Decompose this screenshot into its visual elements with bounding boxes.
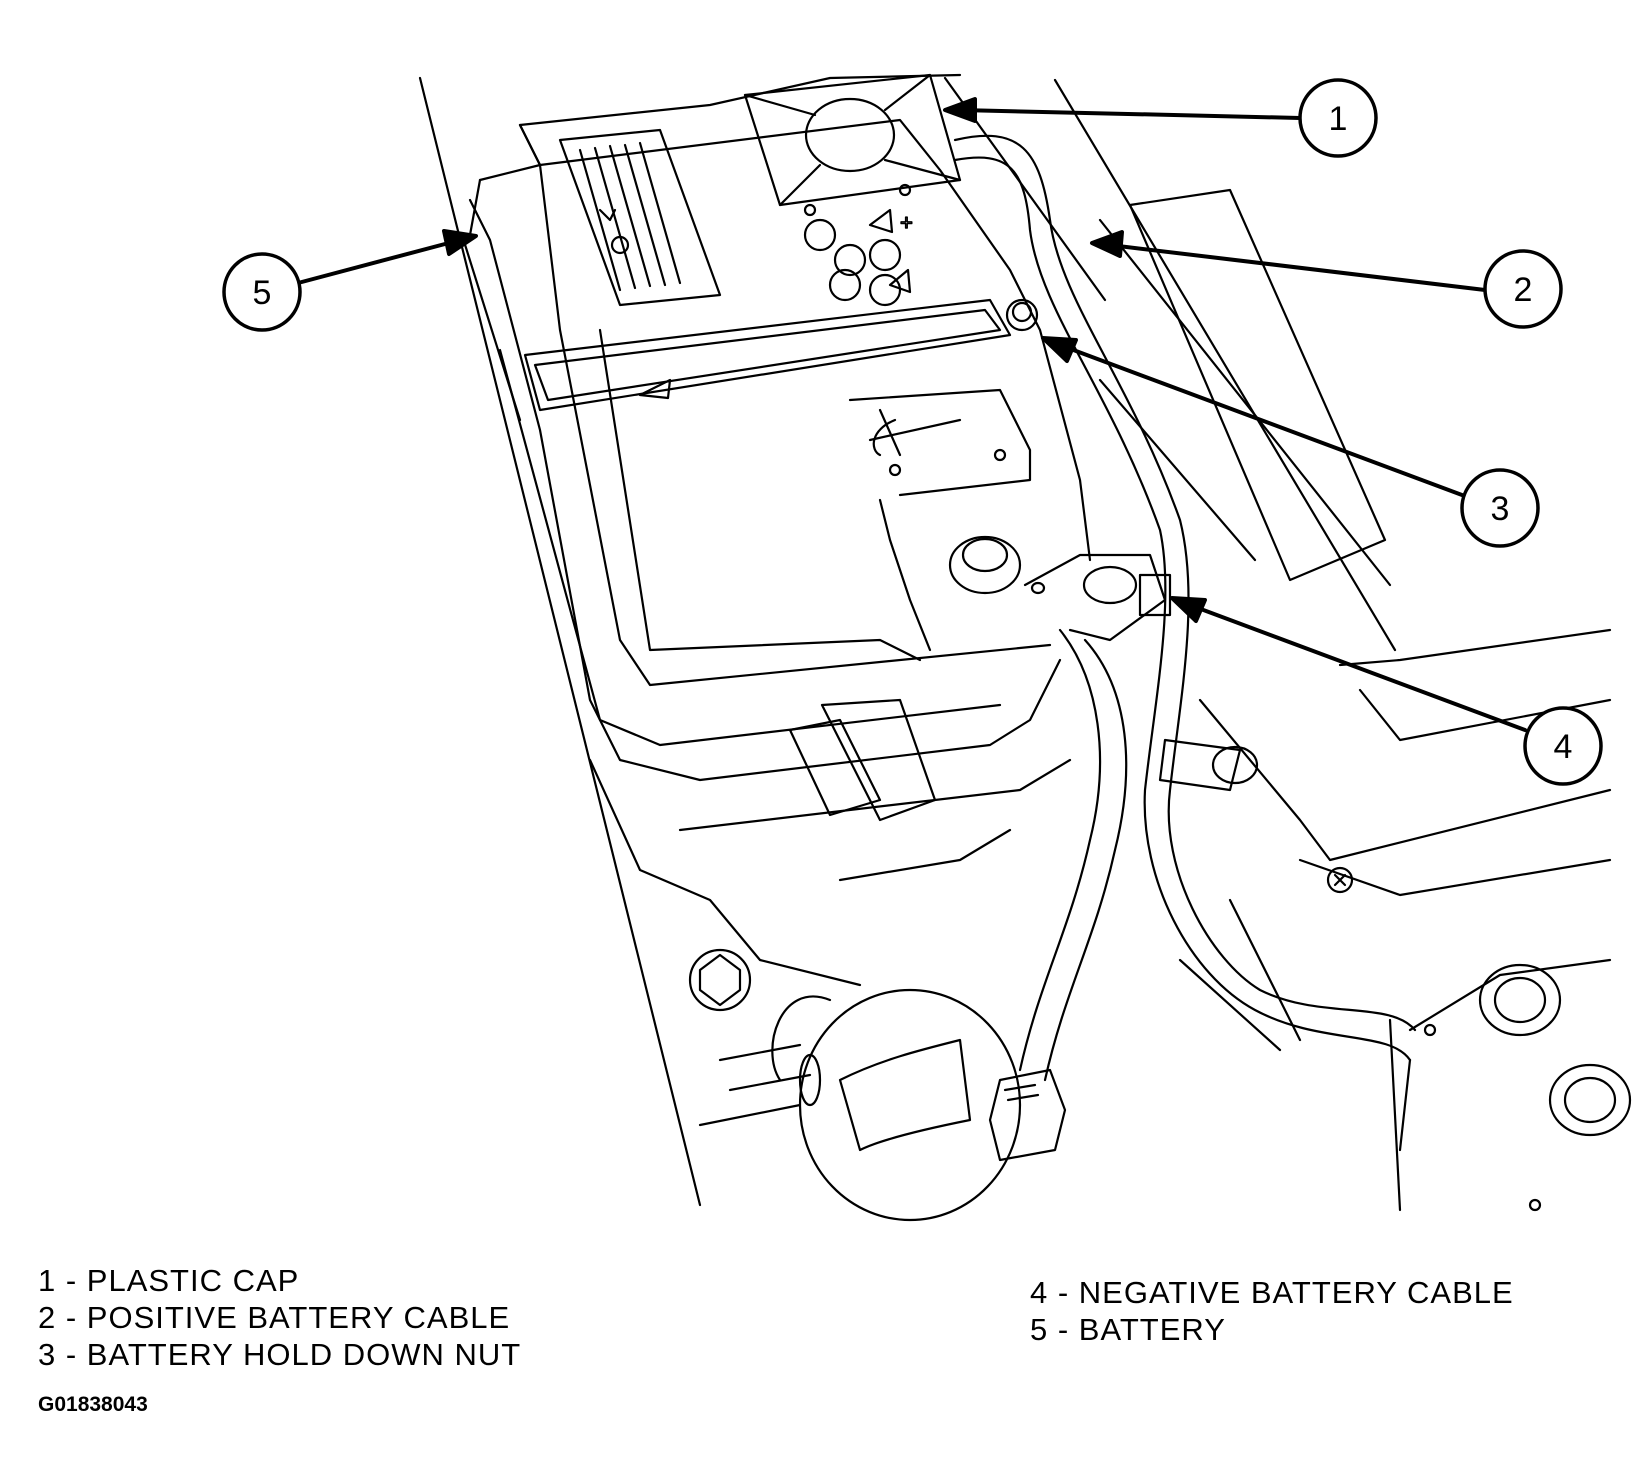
compartment-lines (418, 76, 1612, 1212)
svg-text:2: 2 (1514, 271, 1533, 309)
svg-text:3: 3 (1491, 490, 1510, 528)
svg-text:+: + (900, 210, 913, 235)
legend-item-4: 4 - NEGATIVE BATTERY CABLE (1030, 1275, 1514, 1310)
arrowhead-5 (442, 229, 478, 256)
legend-item-3: 3 - BATTERY HOLD DOWN NUT (38, 1337, 522, 1372)
callout-bubble-3: 3 (1460, 468, 1540, 548)
plastic-cap (743, 73, 962, 207)
hold-down-bracket (523, 298, 1039, 412)
battery-illustration: + (222, 73, 1632, 1222)
legend-left: 1 - PLASTIC CAP 2 - POSITIVE BATTERY CAB… (38, 1262, 521, 1373)
figure-code: G01838043 (38, 1393, 148, 1416)
svg-text:1: 1 (1329, 100, 1348, 138)
svg-text:4: 4 (1554, 728, 1573, 766)
callout-bubble-5: 5 (222, 252, 302, 332)
callout-bubble-2: 2 (1483, 249, 1563, 329)
battery-body: + (468, 73, 1092, 687)
callout-bubble-1: 1 (1298, 78, 1378, 158)
legend-item-1: 1 - PLASTIC CAP (38, 1263, 300, 1298)
arrow-5 (296, 238, 462, 285)
svg-text:5: 5 (253, 274, 272, 312)
legend-right: 4 - NEGATIVE BATTERY CABLE 5 - BATTERY (1030, 1274, 1514, 1348)
arrow-2 (1108, 243, 1487, 292)
arrow-1 (958, 108, 1302, 120)
stud-and-screws (1158, 738, 1632, 1212)
arrowhead-3 (1041, 336, 1078, 363)
arrowhead-4 (1170, 596, 1207, 623)
arrowhead-2 (1090, 230, 1124, 258)
legend-item-2: 2 - POSITIVE BATTERY CABLE (38, 1300, 511, 1335)
reservoir-cap (688, 948, 1022, 1222)
callout-bubble-4: 4 (1523, 706, 1603, 786)
battery-tray (468, 198, 1072, 1127)
callout-arrows (296, 97, 1527, 732)
positive-cable (953, 134, 1417, 1062)
arrow-4 (1188, 603, 1527, 732)
legend-item-5: 5 - BATTERY (1030, 1312, 1226, 1347)
arrowhead-1 (943, 97, 977, 123)
negative-terminal (948, 535, 1172, 1162)
arrow-3 (1058, 343, 1464, 497)
